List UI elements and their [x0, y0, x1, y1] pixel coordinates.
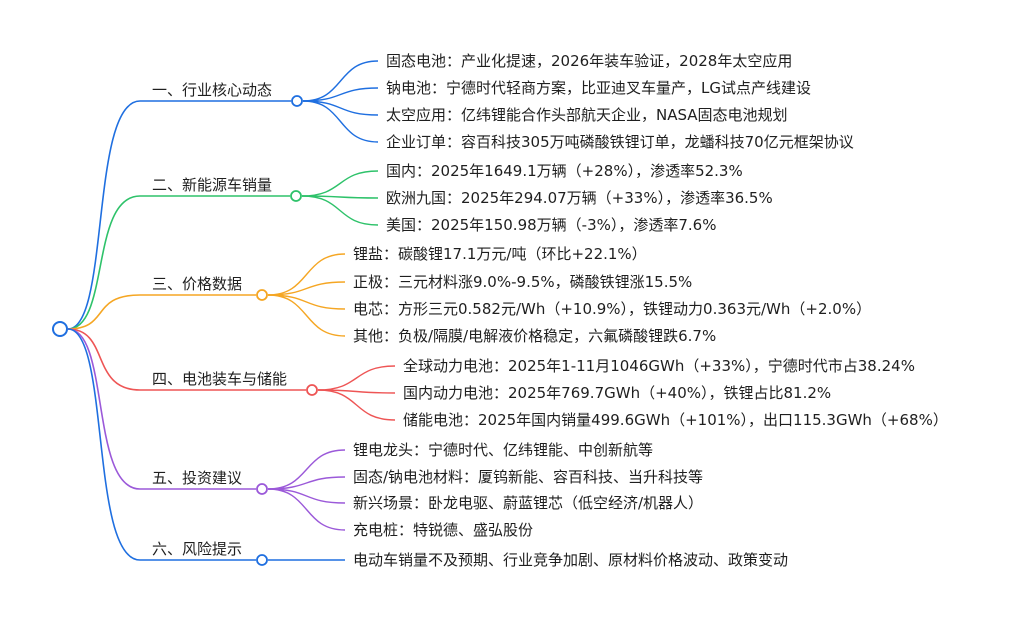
- branch-connector: [67, 328, 306, 391]
- leaf-label: 国内动力电池：2025年769.7GWh（+40%），铁锂占比81.2%: [403, 384, 831, 402]
- branch-connector: [67, 195, 290, 330]
- leaf-label: 美国：2025年150.98万辆（-3%），渗透率7.6%: [386, 216, 716, 234]
- branch-node: [256, 289, 268, 301]
- leaf-connector: [267, 488, 346, 504]
- leaf-label: 国内：2025年1649.1万辆（+28%），渗透率52.3%: [386, 162, 743, 180]
- leaf-connector: [317, 389, 396, 421]
- leaf-label: 储能电池：2025年国内销量499.6GWh（+101%），出口115.3GWh…: [403, 411, 948, 429]
- leaf-connector: [317, 365, 396, 391]
- leaf-connector: [267, 488, 346, 531]
- leaf-connector: [267, 449, 346, 490]
- leaf-connector: [301, 170, 379, 197]
- branch-label: 五、投资建议: [152, 469, 242, 487]
- branch-label: 四、电池装车与储能: [152, 370, 287, 388]
- branch-node: [306, 384, 318, 396]
- branch-connector: [67, 328, 256, 490]
- branch-label: 六、风险提示: [152, 540, 242, 558]
- branch-node: [256, 483, 268, 495]
- leaf-connector: [301, 195, 379, 226]
- leaf-connector: [267, 294, 346, 310]
- leaf-label: 全球动力电池：2025年1-11月1046GWh（+33%），宁德时代市占38.…: [403, 357, 915, 375]
- branch-label: 三、价格数据: [152, 275, 242, 293]
- leaf-connector: [267, 476, 346, 490]
- leaf-label: 新兴场景：卧龙电驱、蔚蓝锂芯（低空经济/机器人）: [353, 494, 703, 512]
- mindmap-nodes: [52, 95, 318, 566]
- branch-node: [291, 95, 303, 107]
- branch-label: 二、新能源车销量: [152, 176, 272, 194]
- root-node: [52, 321, 68, 337]
- leaf-label: 电动车销量不及预期、行业竞争加剧、原材料价格波动、政策变动: [353, 551, 788, 569]
- leaf-connector: [267, 294, 346, 337]
- leaf-label: 固态/钠电池材料：厦钨新能、容百科技、当升科技等: [353, 468, 703, 486]
- branch-node: [256, 554, 268, 566]
- leaf-label: 其他：负极/隔膜/电解液价格稳定，六氟磷酸锂跌6.7%: [353, 327, 716, 345]
- leaf-connector: [267, 281, 346, 296]
- leaf-label: 固态电池：产业化提速，2026年装车验证，2028年太空应用: [386, 52, 792, 70]
- leaf-connector: [301, 195, 379, 199]
- leaf-connector: [317, 389, 396, 394]
- leaf-connector: [302, 100, 379, 116]
- leaf-label: 锂盐：碳酸锂17.1万元/吨（环比+22.1%）: [353, 245, 647, 263]
- branch-connector: [67, 328, 256, 561]
- leaf-label: 充电桩：特锐德、盛弘股份: [353, 521, 533, 539]
- leaf-label: 电芯：方形三元0.582元/Wh（+10.9%），铁锂动力0.363元/Wh（+…: [353, 300, 871, 318]
- leaf-label: 正极：三元材料涨9.0%-9.5%，磷酸铁锂涨15.5%: [353, 273, 692, 291]
- leaf-connector: [302, 100, 379, 143]
- branch-label: 一、行业核心动态: [152, 81, 272, 99]
- leaf-label: 欧洲九国：2025年294.07万辆（+33%），渗透率36.5%: [386, 189, 773, 207]
- mindmap-labels: 一、行业核心动态 固态电池：产业化提速，2026年装车验证，2028年太空应用钠电…: [152, 52, 948, 569]
- leaf-label: 钠电池：宁德时代轻商方案，比亚迪叉车量产，LG试点产线建设: [386, 79, 811, 97]
- leaf-label: 锂电龙头：宁德时代、亿纬锂能、中创新航等: [353, 441, 653, 459]
- mindmap-edges: [67, 60, 396, 561]
- leaf-connector: [302, 87, 379, 102]
- leaf-label: 太空应用：亿纬锂能合作头部航天企业，NASA固态电池规划: [386, 106, 788, 124]
- branch-node: [290, 190, 302, 202]
- branch-connector: [67, 100, 291, 330]
- leaf-connector: [267, 253, 346, 296]
- leaf-label: 企业订单：容百科技305万吨磷酸铁锂订单，龙蟠科技70亿元框架协议: [386, 133, 854, 151]
- branch-connector: [67, 294, 256, 330]
- leaf-connector: [302, 60, 379, 102]
